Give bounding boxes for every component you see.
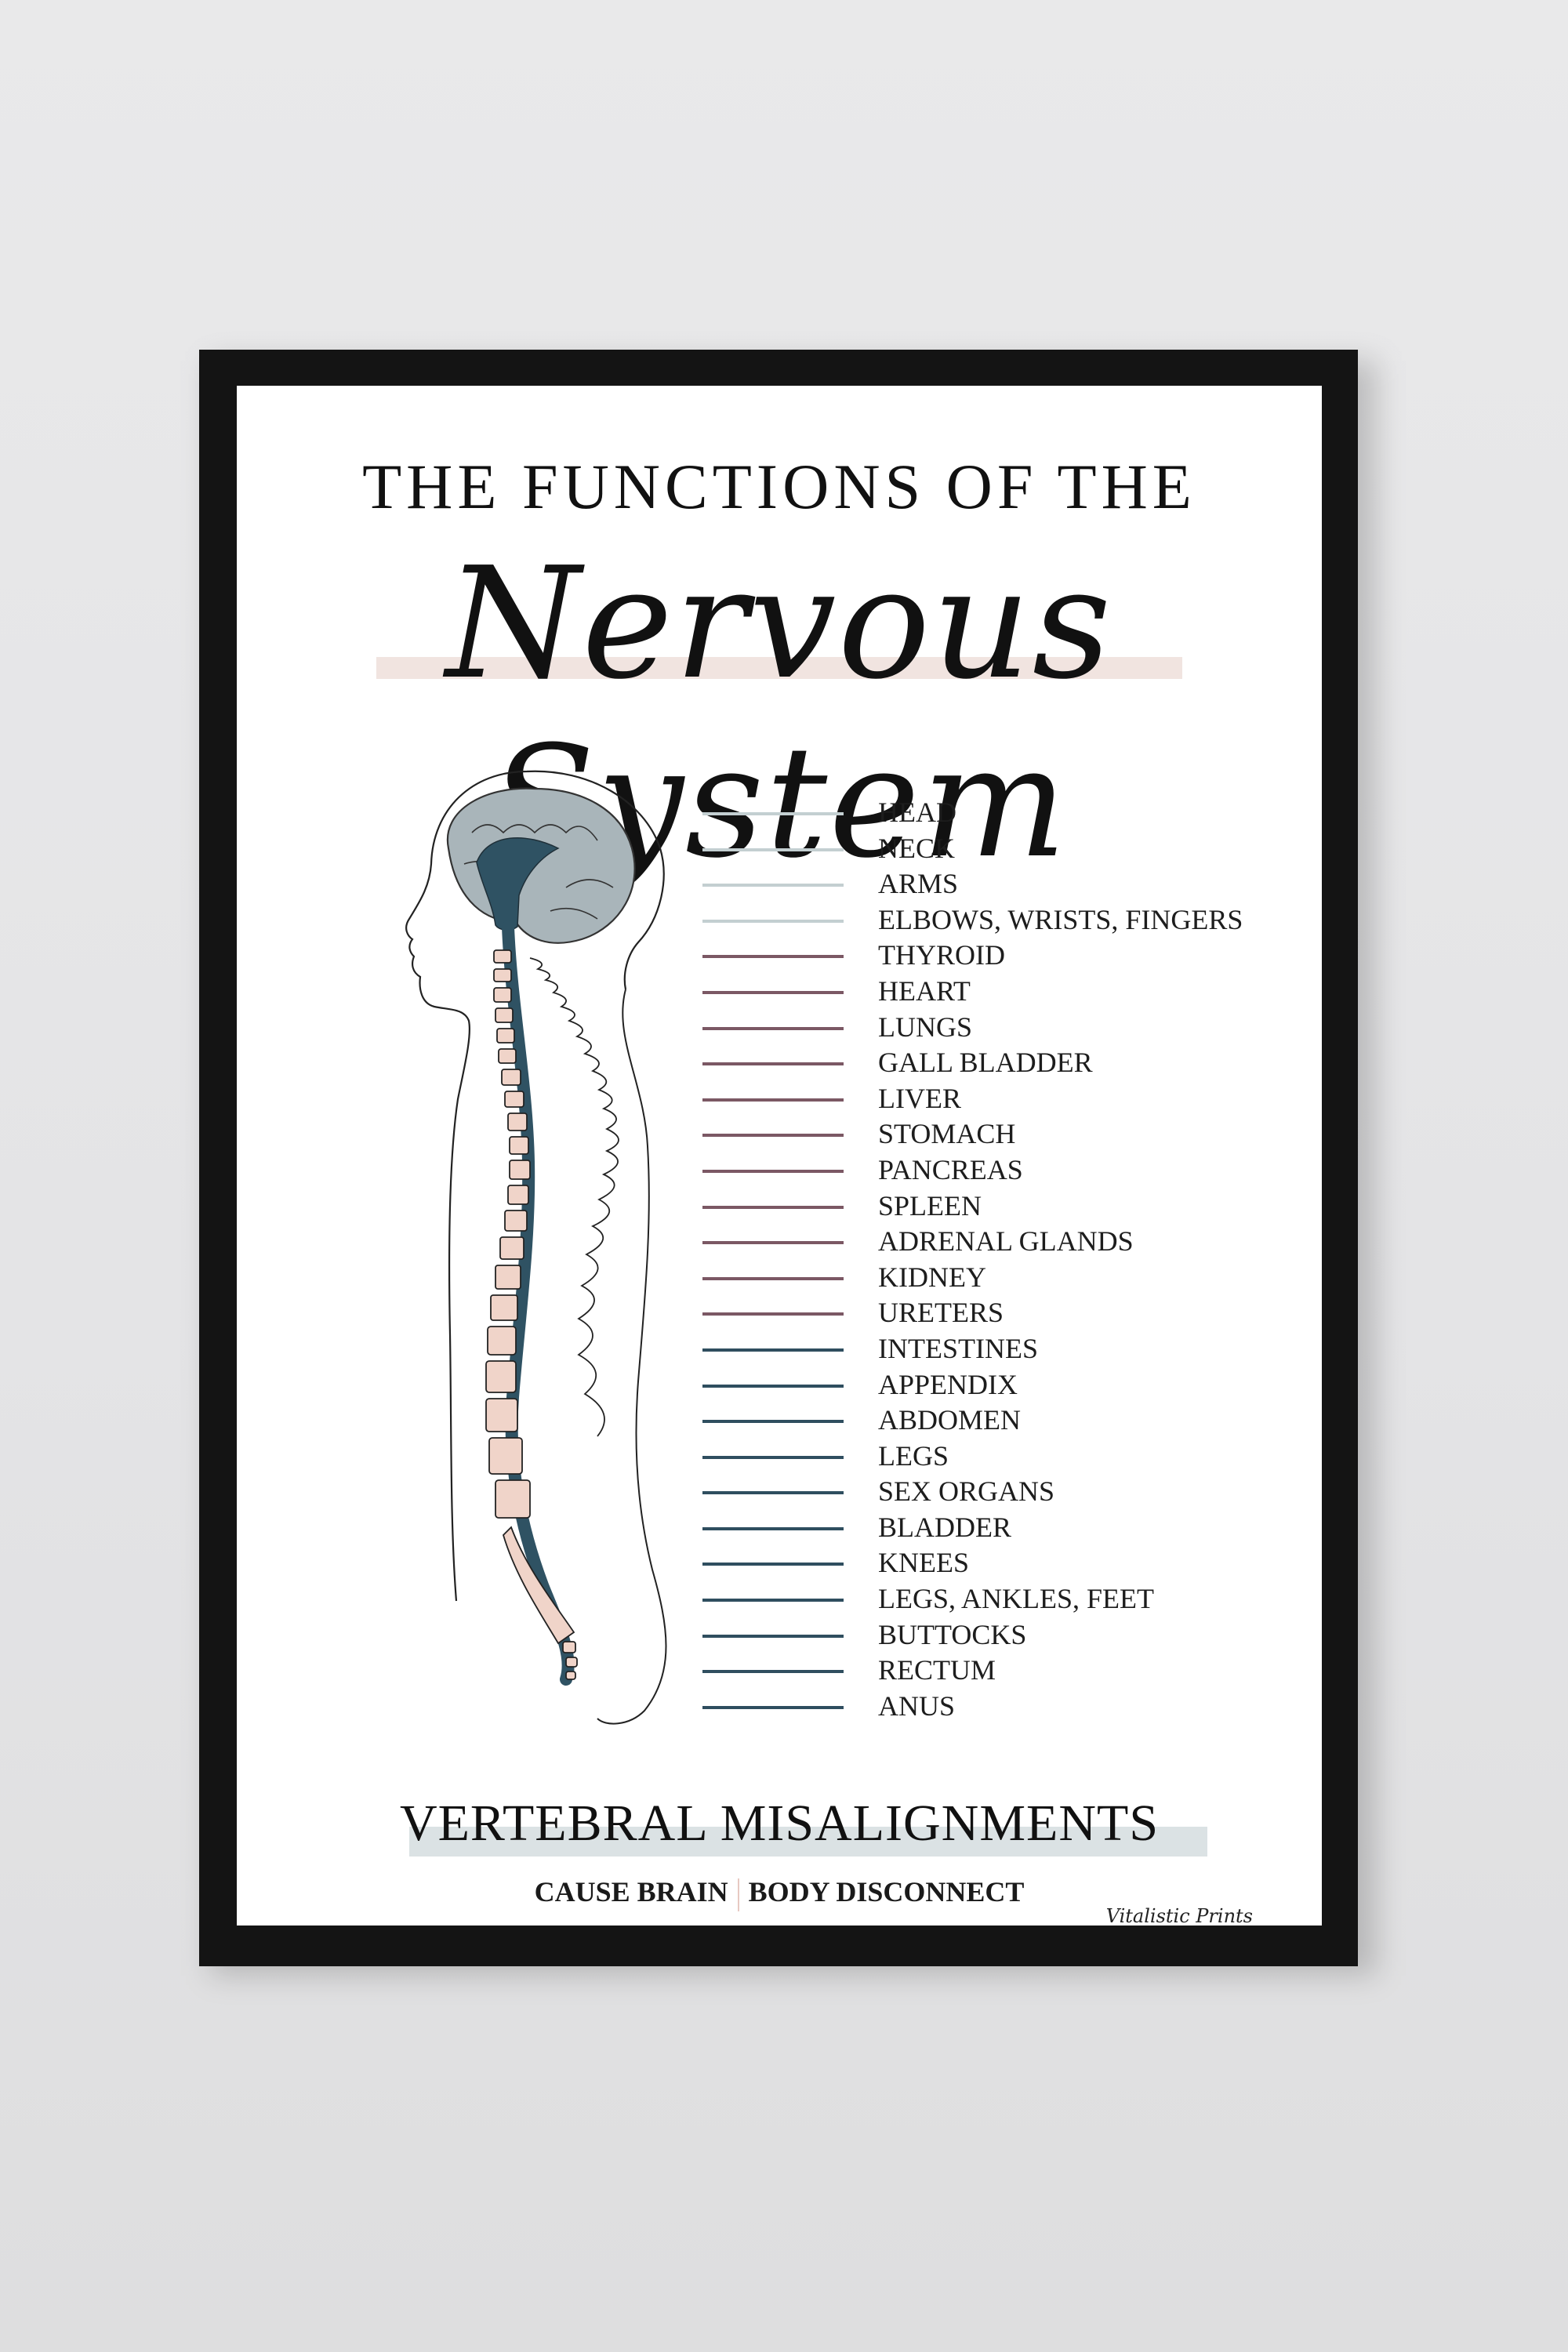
legend-row: BLADDER: [702, 1510, 1322, 1546]
legend-row: ARMS: [702, 866, 1322, 902]
legend-row: HEAD: [702, 795, 1322, 831]
spine-illustration: [405, 770, 667, 1725]
legend-line: [702, 1670, 844, 1674]
legend-label: ANUS: [878, 1690, 956, 1722]
legend-row: URETERS: [702, 1295, 1322, 1331]
spinous-processes: [529, 957, 619, 1437]
legend-label: SEX ORGANS: [878, 1475, 1055, 1508]
legend-line: [702, 1599, 844, 1602]
legend-row: SEX ORGANS: [702, 1474, 1322, 1510]
poster: THE FUNCTIONS OF THE Nervous System: [237, 386, 1322, 1926]
legend-label: BUTTOCKS: [878, 1618, 1027, 1650]
legend-line: [702, 1526, 844, 1530]
legend-label: LEGS: [878, 1439, 949, 1472]
poster-title-line1: THE FUNCTIONS OF THE: [362, 451, 1196, 522]
legend-label: ARMS: [878, 868, 959, 900]
legend-label: LIVER: [878, 1082, 961, 1114]
legend-line: [702, 1169, 844, 1173]
footer-subline: CAUSE BRAIN BODY DISCONNECT: [237, 1875, 1322, 1911]
legend-row: APPENDIX: [702, 1367, 1322, 1403]
legend-label: URETERS: [878, 1297, 1004, 1329]
legend-label: GALL BLADDER: [878, 1047, 1093, 1079]
legend-row: ABDOMEN: [702, 1403, 1322, 1439]
legend-label: HEART: [878, 975, 971, 1007]
legend-line: [702, 1134, 844, 1138]
legend-line: [702, 1634, 844, 1638]
picture-frame: THE FUNCTIONS OF THE Nervous System: [199, 350, 1358, 1966]
legend-label: PANCREAS: [878, 1153, 1023, 1185]
legend-line: [702, 1098, 844, 1102]
legend-line: [702, 955, 844, 959]
legend-label: BLADDER: [878, 1511, 1011, 1543]
legend-row: LEGS: [702, 1439, 1322, 1475]
footer-highlight: [409, 1827, 1207, 1857]
legend-label: APPENDIX: [878, 1368, 1018, 1400]
legend-row: ANUS: [702, 1689, 1322, 1725]
legend-row: HEART: [702, 974, 1322, 1010]
legend-label: LUNGS: [878, 1011, 973, 1043]
legend-row: ADRENAL GLANDS: [702, 1224, 1322, 1260]
legend-label: KIDNEY: [878, 1261, 986, 1293]
legend-label: RECTUM: [878, 1654, 996, 1686]
legend-line: [702, 990, 844, 994]
footer-right-text: BODY DISCONNECT: [748, 1876, 1025, 1907]
legend-line: [702, 1062, 844, 1066]
legend-line: [702, 1455, 844, 1459]
legend-label: THYROID: [878, 939, 1005, 971]
back-outline: [597, 989, 667, 1725]
legend-line: [702, 1276, 844, 1280]
legend-row: SPLEEN: [702, 1189, 1322, 1225]
legend-label: ELBOWS, WRISTS, FINGERS: [878, 903, 1243, 935]
legend-row: LEGS, ANKLES, FEET: [702, 1581, 1322, 1617]
legend-label: LEGS, ANKLES, FEET: [878, 1583, 1155, 1615]
legend-label: KNEES: [878, 1547, 969, 1579]
legend-line: [702, 919, 844, 923]
legend-row: LUNGS: [702, 1010, 1322, 1046]
title-highlight: [376, 657, 1182, 679]
footer-divider: [737, 1878, 739, 1911]
legend-row: KIDNEY: [702, 1260, 1322, 1296]
legend-label: ABDOMEN: [878, 1404, 1022, 1436]
legend-row: INTESTINES: [702, 1331, 1322, 1367]
brand-signature: Vitalistic Prints: [1105, 1905, 1253, 1926]
legend-line: [702, 1384, 844, 1388]
legend-line: [702, 1705, 844, 1709]
legend-row: THYROID: [702, 938, 1322, 974]
legend-row: GALL BLADDER: [702, 1045, 1322, 1081]
legend-row: ELBOWS, WRISTS, FINGERS: [702, 902, 1322, 938]
legend-line: [702, 884, 844, 887]
legend-line: [702, 1563, 844, 1566]
legend-line: [702, 1312, 844, 1316]
legend-row: STOMACH: [702, 1116, 1322, 1152]
legend-line: [702, 1420, 844, 1424]
legend-line: [702, 1348, 844, 1352]
legend-label: HEAD: [878, 797, 956, 828]
legend-line: [702, 848, 844, 851]
legend-row: BUTTOCKS: [702, 1617, 1322, 1653]
legend-row: LIVER: [702, 1081, 1322, 1117]
footer-title: VERTEBRAL MISALIGNMENTS: [399, 1795, 1160, 1852]
legend-label: ADRENAL GLANDS: [878, 1225, 1134, 1258]
legend-row: PANCREAS: [702, 1152, 1322, 1189]
brainstem: [476, 837, 560, 931]
legend-line: [702, 1241, 844, 1245]
vertebrae: [485, 949, 578, 1680]
legend-label: STOMACH: [878, 1118, 1016, 1150]
legend-row: RECTUM: [702, 1653, 1322, 1689]
legend-row: KNEES: [702, 1545, 1322, 1581]
legend-line: [702, 1026, 844, 1030]
brain: [446, 787, 636, 944]
footer-left-text: CAUSE BRAIN: [534, 1876, 728, 1907]
legend-label: NECK: [878, 832, 955, 864]
body-outline: [405, 770, 665, 1602]
legend-line: [702, 812, 844, 815]
legend-row: NECK: [702, 831, 1322, 867]
legend-label: SPLEEN: [878, 1189, 982, 1221]
legend-line: [702, 1491, 844, 1495]
legend-line: [702, 1205, 844, 1209]
legend-label: INTESTINES: [878, 1332, 1038, 1364]
